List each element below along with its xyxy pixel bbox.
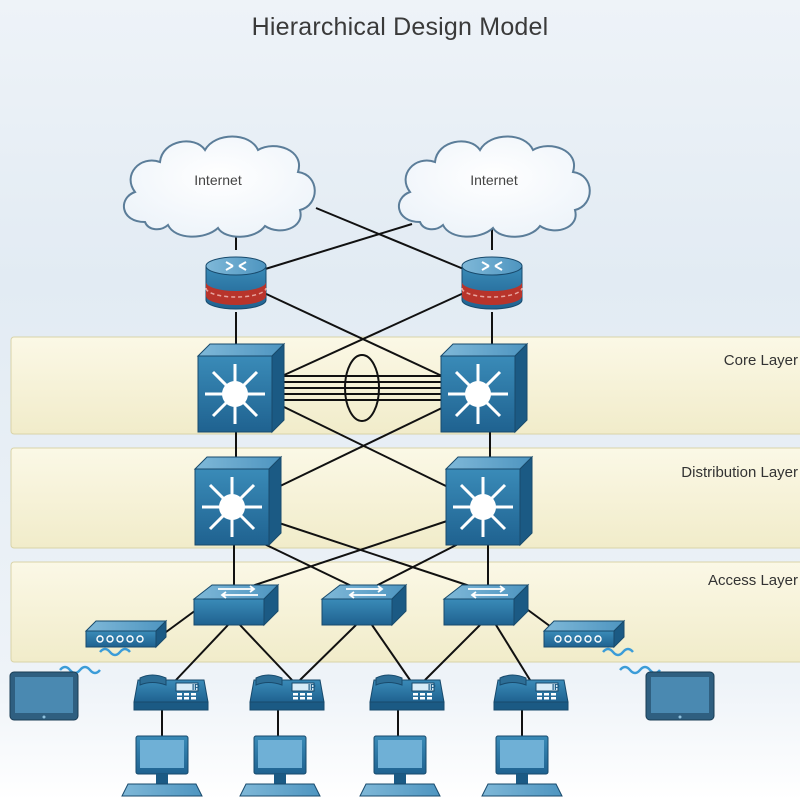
- link: [233, 519, 451, 593]
- link: [239, 624, 293, 681]
- link: [299, 624, 357, 681]
- link: [161, 609, 197, 636]
- link: [275, 405, 447, 489]
- link: [315, 207, 467, 271]
- laptop-icon: [9, 671, 79, 721]
- internet-cloud-label: Internet: [194, 172, 242, 188]
- internet-cloud-icon: [397, 135, 591, 238]
- internet-cloud-label: Internet: [470, 172, 518, 188]
- core-layer-band: [10, 336, 800, 435]
- distribution-layer-band: [10, 447, 800, 549]
- access-switch-icon: [192, 583, 280, 627]
- link: [269, 519, 489, 593]
- multilayer-switch-icon: [444, 455, 534, 547]
- ip-phone-icon: IP: [493, 674, 569, 711]
- multilayer-switch-icon: [196, 342, 286, 434]
- internet-cloud-icon: [122, 135, 316, 238]
- link: [281, 291, 467, 377]
- access-layer-label: Access Layer: [707, 572, 798, 589]
- ip-phone-label: IP: [308, 683, 316, 692]
- ip-phone-label: IP: [552, 683, 560, 692]
- link: [261, 223, 413, 271]
- multilayer-switch-icon: [439, 342, 529, 434]
- link: [281, 405, 451, 489]
- ip-phone-icon: IP: [249, 674, 325, 711]
- multilayer-switch-icon: [193, 455, 283, 547]
- link: [363, 539, 467, 593]
- laptop-icon: [645, 671, 715, 721]
- link: [424, 624, 481, 681]
- ip-phone-icon: IP: [369, 674, 445, 711]
- pc-icon: [121, 735, 203, 797]
- ip-phone-icon: IP: [133, 674, 209, 711]
- ip-phone-label: IP: [428, 683, 436, 692]
- firewall-router-icon: [205, 256, 267, 310]
- wireless-access-point-icon: [542, 619, 626, 649]
- etherchannel-bundle-icon: [344, 354, 380, 422]
- pc-icon: [239, 735, 321, 797]
- wireless-signal-icon: [59, 647, 131, 675]
- firewall-router-icon: [461, 256, 523, 310]
- link: [175, 624, 229, 681]
- network-links: [161, 207, 563, 736]
- wireless-access-point-icon: [84, 619, 168, 649]
- access-switch-icon: [442, 583, 530, 627]
- pc-icon: [481, 735, 563, 797]
- layer-bands: [10, 336, 800, 663]
- link: [261, 291, 443, 377]
- ip-phone-label: IP: [192, 683, 200, 692]
- diagram-title: Hierarchical Design Model: [251, 13, 549, 41]
- core-layer-label: Core Layer: [723, 352, 798, 369]
- distribution-layer-label: Distribution Layer: [681, 464, 798, 481]
- link: [371, 624, 411, 681]
- link: [495, 624, 531, 681]
- access-switch-icon: [320, 583, 408, 627]
- pc-icon: [359, 735, 441, 797]
